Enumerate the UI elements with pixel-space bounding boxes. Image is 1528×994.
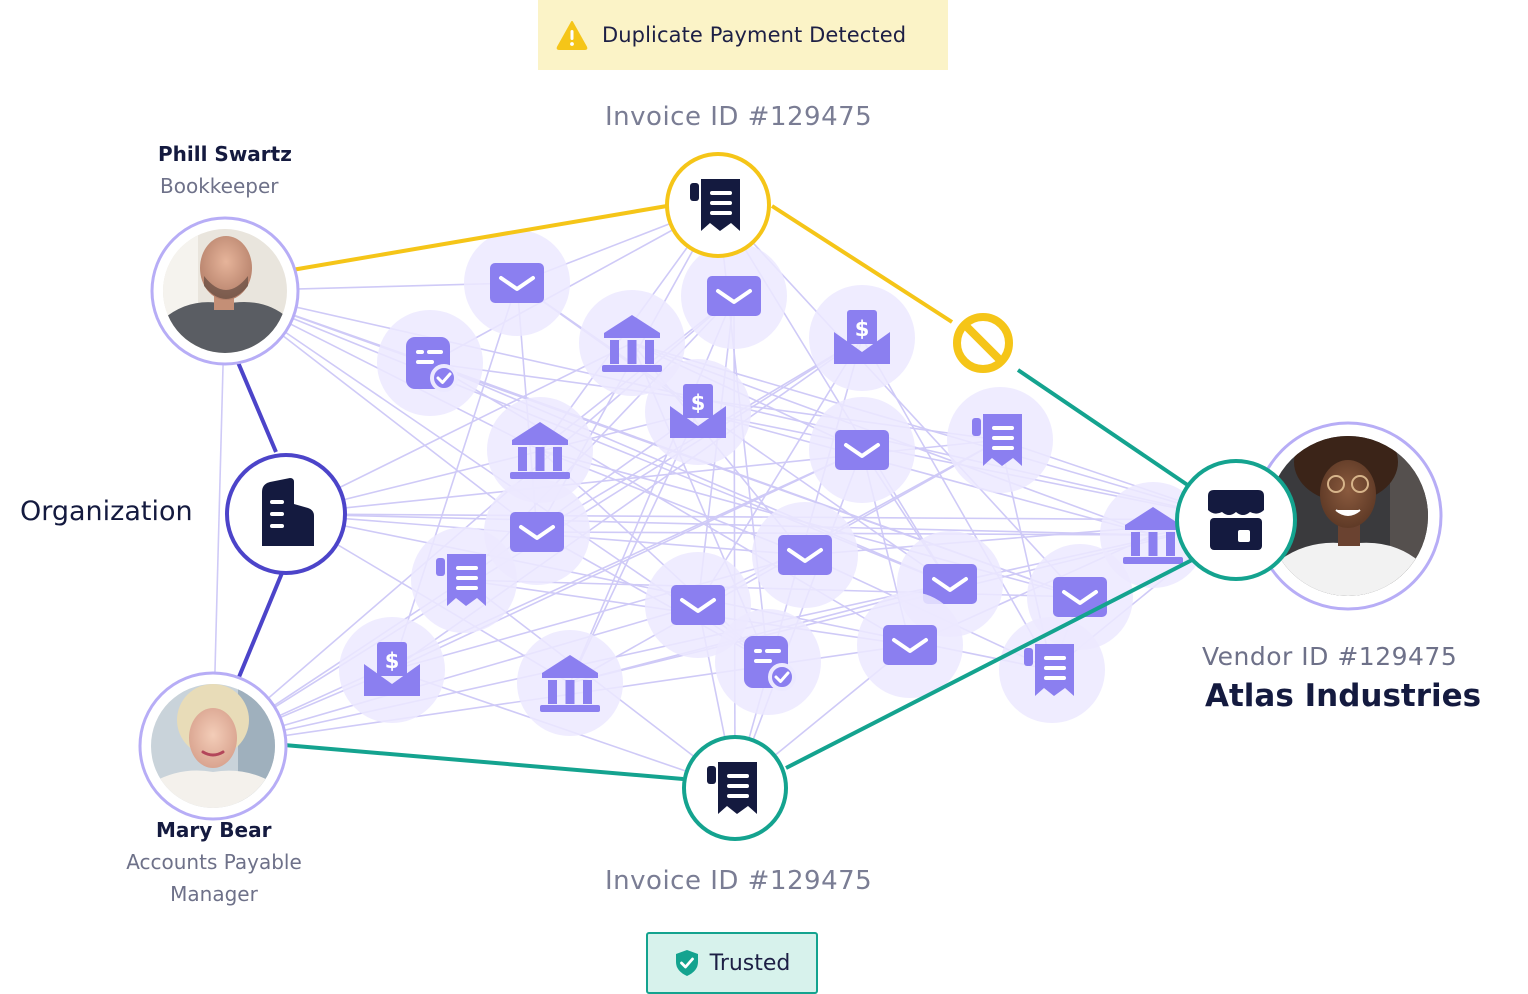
invoice-top-node[interactable] [665, 152, 771, 258]
phill-role: Bookkeeper [160, 174, 279, 198]
invoice-top-label: Invoice ID #129475 [605, 102, 873, 132]
node-envelope-icon [681, 243, 787, 349]
storefront-icon [1208, 490, 1264, 550]
node-envelope-icon [464, 230, 570, 336]
vendor-id-label: Vendor ID #129475 [1202, 642, 1458, 671]
envelope-icon [705, 274, 763, 318]
node-bank-icon [517, 630, 623, 736]
invoice-check-icon [742, 634, 796, 691]
warning-triangle-icon [556, 21, 588, 50]
node-bank-icon [579, 290, 685, 396]
vendor-store-node[interactable] [1175, 459, 1297, 581]
mary-name: Mary Bear [156, 818, 272, 842]
edge-org-mary [237, 572, 284, 678]
organization-label: Organization [20, 496, 193, 527]
node-receipt-icon [947, 387, 1053, 493]
trusted-badge[interactable]: Trusted [646, 932, 818, 994]
envelope-icon [776, 533, 834, 577]
invoice-bottom-label: Invoice ID #129475 [605, 866, 873, 896]
node-envelope-icon [752, 502, 858, 608]
background-nodes [339, 230, 1206, 736]
mary-role-line2: Manager [170, 882, 258, 906]
shield-check-icon [675, 950, 698, 976]
edge-invoice-bottom-vendor [785, 558, 1193, 770]
node-bank-icon [487, 397, 593, 503]
trusted-label: Trusted [709, 950, 791, 976]
edge-invoice-top-blocked [770, 204, 954, 324]
node-receipt-icon [411, 527, 517, 633]
phill-name: Phill Swartz [158, 142, 292, 166]
node-dollar-envelope-icon [339, 617, 445, 723]
envelope-icon [508, 510, 566, 554]
node-envelope-icon [857, 592, 963, 698]
vendor-name: Atlas Industries [1205, 678, 1482, 714]
envelope-icon [488, 261, 546, 305]
envelope-icon [833, 428, 891, 472]
duplicate-payment-alert[interactable]: Duplicate Payment Detected [538, 0, 948, 70]
node-envelope-icon [809, 397, 915, 503]
building-icon [262, 478, 314, 546]
edge-phill-invoice-top [291, 204, 668, 272]
alert-text: Duplicate Payment Detected [602, 23, 907, 47]
edge-phill-org [235, 359, 278, 453]
organization-node[interactable] [225, 453, 347, 575]
envelope-icon [881, 623, 939, 667]
node-dollar-envelope-icon [809, 285, 915, 391]
envelope-icon [1051, 575, 1109, 619]
avatar-phill[interactable] [150, 216, 300, 366]
node-invoice-check-icon [715, 609, 821, 715]
invoice-check-icon [404, 335, 458, 392]
invoice-bottom-node[interactable] [682, 735, 788, 841]
node-envelope-icon [645, 552, 751, 658]
envelope-icon [669, 583, 727, 627]
node-invoice-check-icon [377, 310, 483, 416]
node-dollar-envelope-icon [645, 359, 751, 465]
mary-role-line1: Accounts Payable [126, 850, 302, 874]
edge-blocked-vendor [1016, 368, 1194, 490]
avatar-mary[interactable] [138, 671, 288, 821]
prohibited-icon [953, 313, 1013, 373]
edge-mary-invoice-bottom [283, 743, 684, 781]
